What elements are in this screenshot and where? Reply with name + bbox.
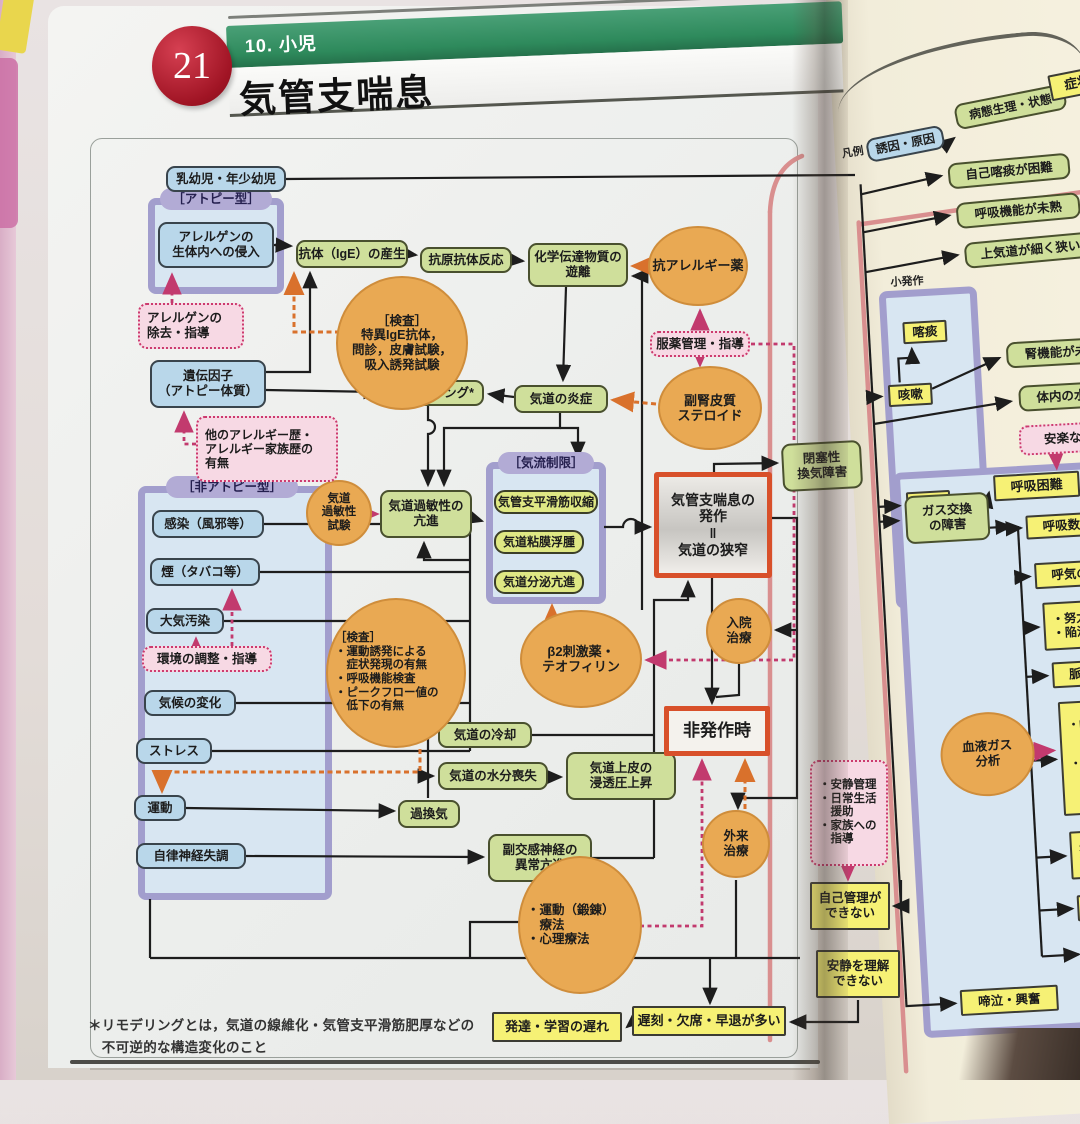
node-hyperresponsiveness-test: 気道 過敏性 試験 [306,480,372,546]
node-genetic-factor: 遺伝因子 （アトピー体質） [150,360,266,408]
photo-left-edge [0,0,16,1080]
page-number: 21 [173,45,211,87]
node-air-pollution: 大気汚染 [146,608,224,634]
page-bottom-edge2 [90,1068,810,1070]
node-infant: 乳幼児・年少幼児 [166,166,286,192]
node-secretion-increase: 気道分泌亢進 [494,570,584,594]
node-corticosteroid: 副腎皮質 ステロイド [658,366,762,450]
node-stress: ストレス [136,738,212,764]
node-non-attack: 非発作時 [664,706,770,756]
node-absence: 遅刻・欠席・早退が多い [632,1006,786,1036]
node-airway-cooling: 気道の冷却 [438,722,532,748]
node-hospitalization: 入院 治療 [706,598,772,664]
node-no-self-management: 自己管理が できない [810,882,890,930]
photo-corner-shadow [915,1028,1080,1080]
page-number-badge: 21 [152,26,232,106]
node-airway-inflammation: 気道の炎症 [514,385,608,413]
node-smoke: 煙（タバコ等） [150,558,260,586]
label-airflow-limit: ［気流制限］ [498,452,594,474]
node-outpatient: 外来 治療 [702,810,770,878]
node-exam-ige: ［検査］ 特異IgE抗体， 問診，皮膚試験， 吸入誘発試験 [336,276,468,410]
node-development-delay: 発達・学習の遅れ [492,1012,622,1042]
node-allergy-history: 他のアレルギー歴・ アレルギー家族歴の 有無 [196,416,338,482]
node-exercise-therapy: ・運動（鍛錬） 療法 ・心理療法 [518,856,642,994]
node-beta2-theophylline: β2刺激薬・ テオフィリン [520,610,642,708]
label-atopy-type: ［アトピー型］ [160,188,272,210]
node-antigen-antibody: 抗原抗体反応 [420,247,512,273]
node-asthma-attack: 気管支喘息の 発作 ‖ 気道の狭窄 [654,472,772,578]
node-allergen-removal: アレルゲンの 除去・指導 [138,303,244,349]
node-osmotic-rise: 気道上皮の 浸透圧上昇 [566,752,676,800]
node-hyperventilation: 過換気 [398,800,460,828]
node-obstructive-ventilation: 閉塞性 換気障害 [780,439,864,493]
node-mucosal-edema: 気道粘膜浮腫 [494,530,584,554]
page-bottom-edge [70,1060,820,1064]
node-bronchial-constriction: 気管支平滑筋収縮 [494,490,598,514]
node-cannot-understand-rest: 安静を理解 できない [816,950,900,998]
node-water-loss: 気道の水分喪失 [438,762,548,790]
node-infection: 感染（風邪等） [152,510,264,538]
node-medication-guidance: 服薬管理・指導 [650,331,750,357]
footnote-line1: ＊リモデリングとは，気道の線維化・気管支平滑筋肥厚などの [88,1018,475,1033]
node-mediator-release: 化学伝達物質の 遊離 [528,243,628,287]
node-hyperresponsiveness: 気道過敏性の 亢進 [380,490,472,538]
node-exercise: 運動 [134,795,186,821]
node-autonomic-imbalance: 自律神経失調 [136,843,246,869]
node-exam-exercise: ［検査］ ・運動誘発による 症状発現の有無 ・呼吸機能検査 ・ピークフロー値の … [326,598,466,748]
photo-pink-blob [0,58,18,228]
node-allergen-invasion: アレルゲンの 生体内への侵入 [158,222,274,268]
node-antiallergic-drug: 抗アレルギー薬 [648,226,748,306]
node-ige-production: 抗体（IgE）の産生 [296,240,408,268]
footnote-line2: 不可逆的な構造変化のこと [88,1040,268,1055]
node-rest-care: ・安静管理 ・日常生活 援助 ・家族への 指導 [810,760,888,866]
node-climate-change: 気候の変化 [144,690,236,716]
node-environment-adjust: 環境の調整・指導 [142,646,272,672]
